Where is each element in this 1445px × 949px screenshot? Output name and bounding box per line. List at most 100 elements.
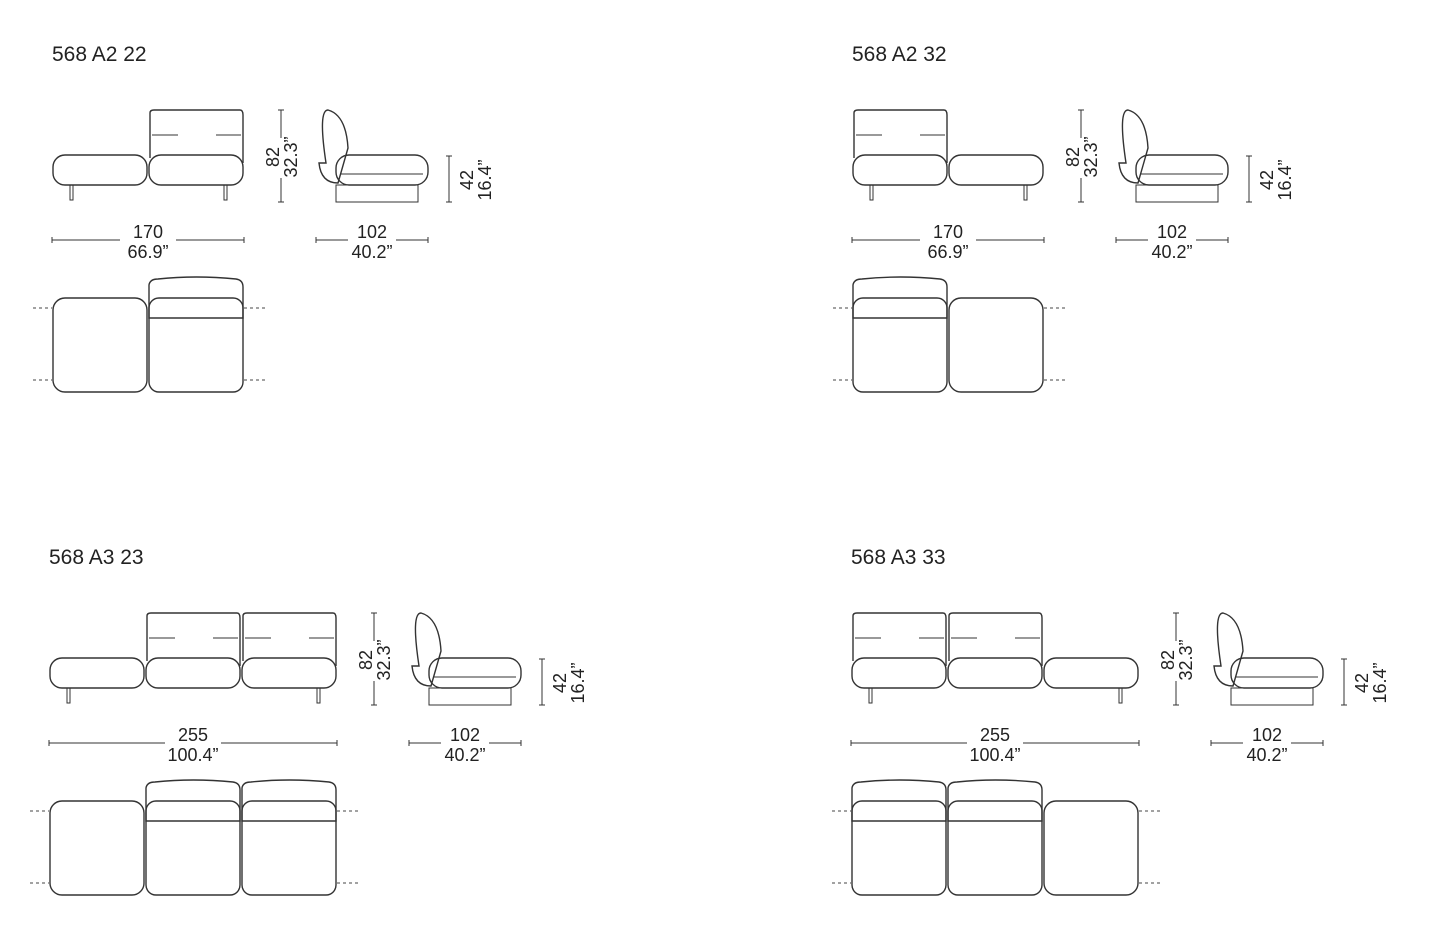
backrest (146, 612, 241, 666)
label-bg (352, 641, 396, 681)
plan-chaise (52, 297, 148, 393)
plan-view (52, 276, 244, 393)
side-view (411, 612, 522, 706)
depth-in-label: 40.2” (351, 242, 392, 262)
side-backrest (318, 109, 349, 184)
height-cm-label: 82 (1063, 147, 1083, 167)
side-backrest (411, 612, 442, 687)
height-in-label: 32.3” (281, 136, 301, 177)
width-in-label: 100.4” (969, 745, 1020, 765)
plan-chaise (49, 800, 145, 896)
side-base (1135, 184, 1219, 203)
seat-cushion (852, 154, 948, 186)
side-view (1118, 109, 1229, 203)
seat-cushion (947, 657, 1043, 689)
model-title: 568 A2 22 (52, 43, 147, 66)
label-bg (1154, 641, 1198, 681)
seat-height-cm-label: 42 (457, 170, 477, 190)
seat-height-in-label: 16.4” (475, 159, 495, 200)
side-base (428, 687, 512, 706)
height-in-label: 32.3” (1176, 639, 1196, 680)
depth-in-label: 40.2” (444, 745, 485, 765)
front-view (49, 612, 337, 704)
front-view (851, 612, 1139, 704)
height-cm-label: 82 (356, 650, 376, 670)
plan-seat (148, 297, 244, 393)
seat-cushion (52, 154, 148, 186)
side-backrest (1213, 612, 1244, 687)
depth-in-label: 40.2” (1151, 242, 1192, 262)
seat-cushion (1043, 657, 1139, 689)
seat-cushion (948, 154, 1044, 186)
side-view (318, 109, 429, 203)
height-in-label: 32.3” (1081, 136, 1101, 177)
plan-backrest (947, 779, 1043, 822)
plan-backrest (145, 779, 241, 822)
seat-cushion (241, 657, 337, 689)
seat-height-in-label: 16.4” (568, 662, 588, 703)
leg (316, 687, 321, 704)
label-bg (259, 138, 303, 178)
leg (869, 184, 874, 201)
seat-height-cm-label: 42 (1352, 673, 1372, 693)
seat-height-cm-label: 42 (550, 673, 570, 693)
model-title: 568 A3 33 (851, 546, 946, 569)
depth-cm-label: 102 (357, 222, 387, 242)
model-title: 568 A3 23 (49, 546, 144, 569)
height-cm-label: 82 (263, 147, 283, 167)
leg (1023, 184, 1028, 201)
model-title: 568 A2 32 (852, 43, 947, 66)
depth-cm-label: 102 (450, 725, 480, 745)
backrest (853, 109, 948, 163)
side-backrest (1118, 109, 1149, 184)
width-in-label: 100.4” (167, 745, 218, 765)
plan-view (852, 276, 1044, 393)
leg (1118, 687, 1123, 704)
width-cm-label: 170 (133, 222, 163, 242)
plan-view (49, 779, 337, 896)
plan-backrest (852, 276, 948, 319)
plan-view (851, 779, 1139, 896)
height-cm-label: 82 (1158, 650, 1178, 670)
plan-backrest (241, 779, 337, 822)
side-view (1213, 612, 1324, 706)
leg (868, 687, 873, 704)
plan-seat (947, 800, 1043, 896)
side-seat (335, 154, 429, 186)
seat-height-in-label: 16.4” (1275, 159, 1295, 200)
width-cm-label: 255 (980, 725, 1010, 745)
seat-cushion (148, 154, 244, 186)
width-cm-label: 170 (933, 222, 963, 242)
plan-backrest (148, 276, 244, 319)
backrest (948, 612, 1043, 666)
seat-cushion (851, 657, 947, 689)
depth-cm-label: 102 (1157, 222, 1187, 242)
seat-cushion (49, 657, 145, 689)
plan-seat (241, 800, 337, 896)
width-cm-label: 255 (178, 725, 208, 745)
leg (223, 184, 228, 201)
height-in-label: 32.3” (374, 639, 394, 680)
side-seat (1230, 657, 1324, 689)
plan-backrest (851, 779, 947, 822)
plan-chaise (948, 297, 1044, 393)
width-in-label: 66.9” (127, 242, 168, 262)
side-base (335, 184, 419, 203)
seat-height-cm-label: 42 (1257, 170, 1277, 190)
front-view (852, 109, 1044, 201)
leg (69, 184, 74, 201)
side-seat (1135, 154, 1229, 186)
front-view (52, 109, 244, 201)
plan-chaise (1043, 800, 1139, 896)
depth-cm-label: 102 (1252, 725, 1282, 745)
plan-seat (145, 800, 241, 896)
label-bg (1059, 138, 1103, 178)
depth-in-label: 40.2” (1246, 745, 1287, 765)
width-in-label: 66.9” (927, 242, 968, 262)
plan-seat (851, 800, 947, 896)
